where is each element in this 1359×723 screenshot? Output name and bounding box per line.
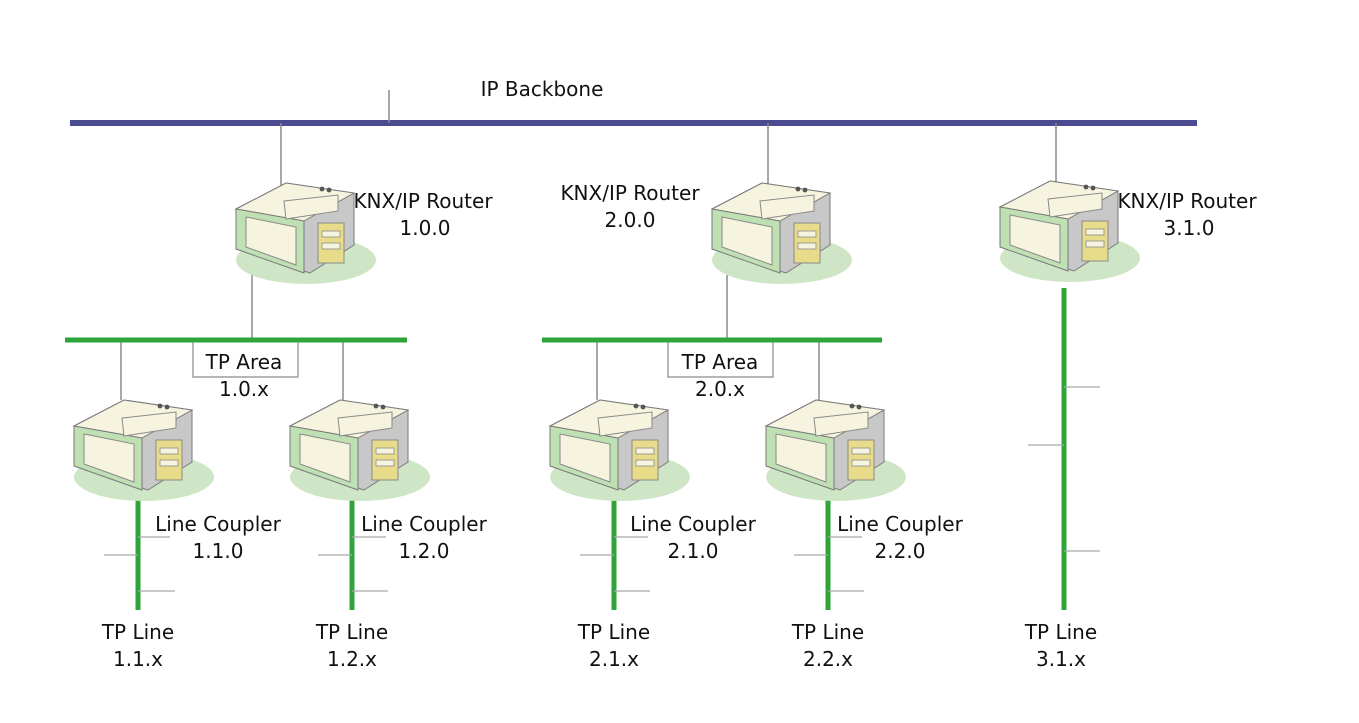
coupler-address: 2.1.0 [668,539,719,563]
network-device-icon [73,399,215,502]
tp-line-name: TP Line [101,620,174,644]
tp-line-address: 1.2.x [327,647,377,671]
coupler-address: 2.2.0 [875,539,926,563]
network-device-icon [711,182,853,285]
area-bracket [667,342,774,378]
router-name: KNX/IP Router [353,189,493,213]
tp-line-name: TP Line [315,620,388,644]
coupler-label: Line Coupler 2.1.0 [630,512,756,563]
coupler-label: Line Coupler 1.1.0 [155,512,281,563]
tp-line-name: TP Line [1024,620,1097,644]
tp-line-address: 2.1.x [589,647,639,671]
router-label: KNX/IP Router 3.1.0 [1117,189,1257,240]
router-address: 2.0.0 [605,208,656,232]
coupler-address: 1.2.0 [399,539,450,563]
tp-line-label: TP Line 3.1.x [1024,620,1097,671]
coupler-name: Line Coupler [361,512,487,536]
coupler-name: Line Coupler [837,512,963,536]
router-address: 3.1.0 [1164,216,1215,240]
area-label: TP Area 2.0.x [681,350,759,401]
tp-line-name: TP Line [791,620,864,644]
router-name: KNX/IP Router [1117,189,1257,213]
area-address: 2.0.x [695,377,745,401]
tp-line-label: TP Line 1.1.x [101,620,174,671]
coupler-label: Line Coupler 2.2.0 [837,512,963,563]
router-label: KNX/IP Router 1.0.0 [353,189,493,240]
ip-backbone-label: IP Backbone [481,77,604,101]
network-device-icon [289,399,431,502]
area-address: 1.0.x [219,377,269,401]
area-bracket [192,342,299,378]
coupler-name: Line Coupler [630,512,756,536]
network-device-icon [765,399,907,502]
tp-line-label: TP Line 2.1.x [577,620,650,671]
router-address: 1.0.0 [400,216,451,240]
coupler-label: Line Coupler 1.2.0 [361,512,487,563]
router-name: KNX/IP Router [560,181,700,205]
coupler-name: Line Coupler [155,512,281,536]
network-device-icon [549,399,691,502]
tp-line-stubs [104,386,1100,592]
tp-line-label: TP Line 2.2.x [791,620,864,671]
coupler-address: 1.1.0 [193,539,244,563]
tp-line-address: 2.2.x [803,647,853,671]
router-label: KNX/IP Router 2.0.0 [560,181,700,232]
tp-line-address: 1.1.x [113,647,163,671]
area-name: TP Area [681,350,759,374]
tp-line-address: 3.1.x [1036,647,1086,671]
area-name: TP Area [205,350,283,374]
tp-line-label: TP Line 1.2.x [315,620,388,671]
area-label: TP Area 1.0.x [205,350,283,401]
tp-line-name: TP Line [577,620,650,644]
